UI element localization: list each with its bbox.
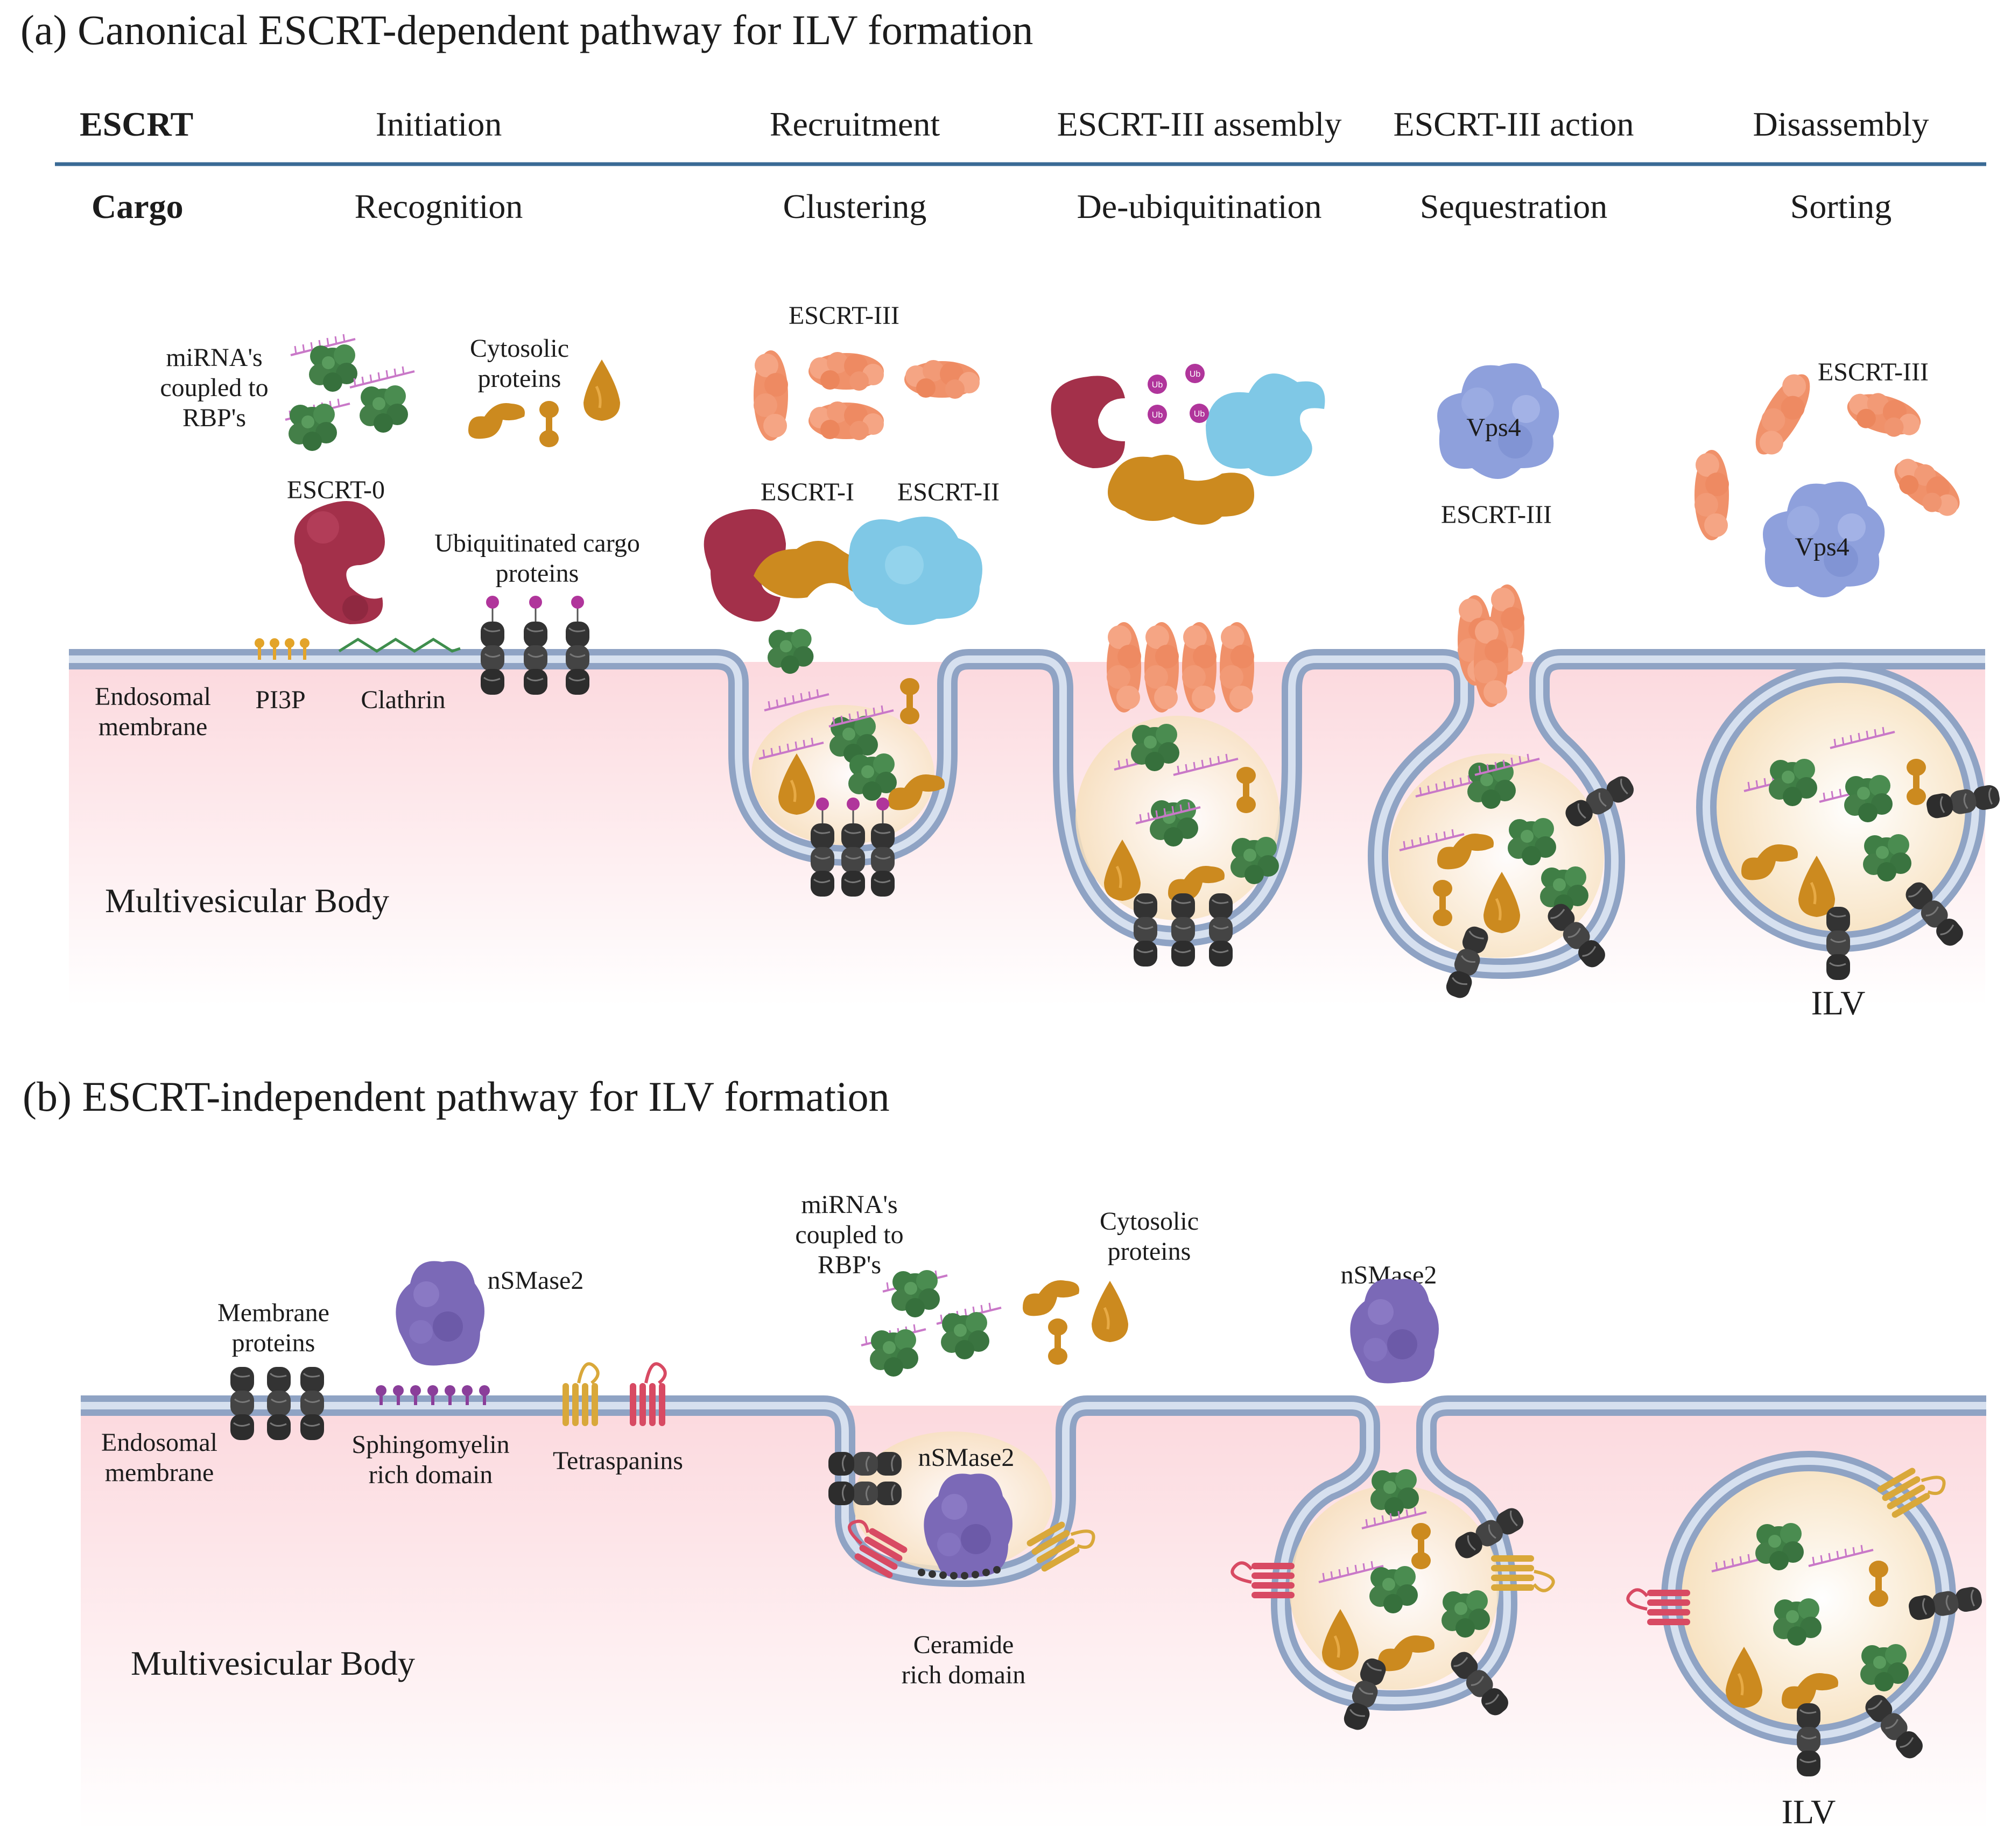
clathrin-label: Clathrin xyxy=(361,686,445,714)
cargo-at-bud-2 xyxy=(1133,892,1234,968)
mirna-b-label-l2: coupled to xyxy=(795,1221,903,1249)
cytosolic-b-label-l2: proteins xyxy=(1108,1237,1191,1266)
ub-text-2: Ub xyxy=(1190,370,1201,379)
escrt3-label-under-vps4: ESCRT-III xyxy=(1441,500,1552,529)
pi3p-label: PI3P xyxy=(255,686,305,714)
vps4-label-b: Vps4 xyxy=(1795,533,1849,561)
escrt-step-1: Initiation xyxy=(376,105,502,143)
membrane-proteins-b xyxy=(229,1366,325,1441)
panel-a-title: (a) Canonical ESCRT-dependent pathway fo… xyxy=(20,6,1033,53)
sphingomyelin-lipids xyxy=(376,1385,490,1405)
escrt1-escrt2-complex xyxy=(704,509,982,625)
endo-membrane-label-l1: Endosomal xyxy=(95,682,211,711)
clustered-cargo xyxy=(810,796,896,898)
ilv-label-a: ILV xyxy=(1811,984,1866,1022)
escrt-row-label: ESCRT xyxy=(80,105,193,143)
clathrin-lattice xyxy=(338,638,461,653)
ubcargo-label-l1: Ubiquitinated cargo xyxy=(434,529,640,558)
cytosolic-label-l1: Cytosolic xyxy=(470,334,569,363)
mvb-label-b: Multivesicular Body xyxy=(131,1644,415,1682)
escrt-step-2: Recruitment xyxy=(770,105,940,143)
ub-text-1: Ub xyxy=(1152,380,1163,390)
panel-b-title: (b) ESCRT-independent pathway for ILV fo… xyxy=(23,1073,890,1120)
endo-membrane-label-l2: membrane xyxy=(99,713,208,741)
deubiquitination-complex xyxy=(1051,373,1325,525)
ub-text-4: Ub xyxy=(1194,410,1205,419)
escrt-step-3: ESCRT-III assembly xyxy=(1057,105,1342,143)
endo-membrane-b-label-l2: membrane xyxy=(105,1458,214,1487)
mirna-rbp-complex-group xyxy=(284,333,416,451)
cargo-step-2: Clustering xyxy=(783,187,927,225)
mvb-label-a: Multivesicular Body xyxy=(105,881,389,920)
nsmase2-label-1: nSMase2 xyxy=(488,1266,584,1295)
ceramide-label-l1: Ceramide xyxy=(913,1631,1014,1659)
escrt1-label: ESCRT-I xyxy=(761,478,854,506)
mirna-label-l1: miRNA's xyxy=(166,343,262,372)
cytosolic-b-label-l1: Cytosolic xyxy=(1100,1207,1199,1236)
memprot-label-l1: Membrane xyxy=(217,1299,329,1327)
free-ubiquitin-group: Ub Ub Ub Ub xyxy=(1148,364,1209,424)
ubcargo-label-l2: proteins xyxy=(496,559,579,588)
vps4-label-a: Vps4 xyxy=(1466,413,1521,442)
mirna-rbp-b-group xyxy=(860,1269,1002,1377)
mirna-b-label-l3: RBP's xyxy=(818,1251,881,1279)
ceramide-lipids xyxy=(918,1566,1001,1579)
sphingo-label-l2: rich domain xyxy=(369,1461,493,1489)
nsmase2-protein-3 xyxy=(1350,1279,1439,1384)
ceramide-label-l2: rich domain xyxy=(902,1661,1026,1689)
nsmase2-protein-1 xyxy=(396,1261,484,1366)
escrt3-label-top: ESCRT-III xyxy=(789,301,899,330)
nsmase2-label-2: nSMase2 xyxy=(918,1443,1015,1472)
cargo-step-3: De-ubiquitination xyxy=(1077,187,1321,225)
memprot-label-l2: proteins xyxy=(232,1329,315,1357)
tetraspanins-label: Tetraspanins xyxy=(553,1447,683,1475)
cargo-row-label: Cargo xyxy=(92,187,184,225)
sphingo-label-l1: Sphingomyelin xyxy=(351,1430,509,1459)
lumen-a xyxy=(69,662,1985,1006)
mirna-label-l2: coupled to xyxy=(160,373,268,402)
escrt0-label: ESCRT-0 xyxy=(287,476,385,504)
cytosolic-b-group xyxy=(1023,1280,1128,1365)
escrt-step-5: Disassembly xyxy=(1753,105,1929,143)
endosomal-membrane-a xyxy=(69,649,1985,979)
cargo-step-4: Sequestration xyxy=(1420,187,1607,225)
escrt3-subunits-free xyxy=(754,350,980,441)
endo-membrane-b-label-l1: Endosomal xyxy=(101,1428,217,1457)
ilv-label-b: ILV xyxy=(1782,1793,1836,1831)
escrt3-label-right: ESCRT-III xyxy=(1818,358,1929,386)
cytosolic-label-l2: proteins xyxy=(478,364,561,393)
cargo-step-1: Recognition xyxy=(355,187,523,225)
cargo-step-5: Sorting xyxy=(1790,187,1892,225)
escrt-step-4: ESCRT-III action xyxy=(1393,105,1634,143)
escrt2-label: ESCRT-II xyxy=(897,478,1000,506)
ubiquitinated-cargo-group xyxy=(480,595,590,696)
mirna-label-l3: RBP's xyxy=(182,404,246,432)
escrt0-protein xyxy=(294,501,385,624)
ub-text-3: Ub xyxy=(1152,411,1163,420)
mirna-b-label-l1: miRNA's xyxy=(801,1190,897,1219)
pi3p-lipids xyxy=(255,638,310,660)
